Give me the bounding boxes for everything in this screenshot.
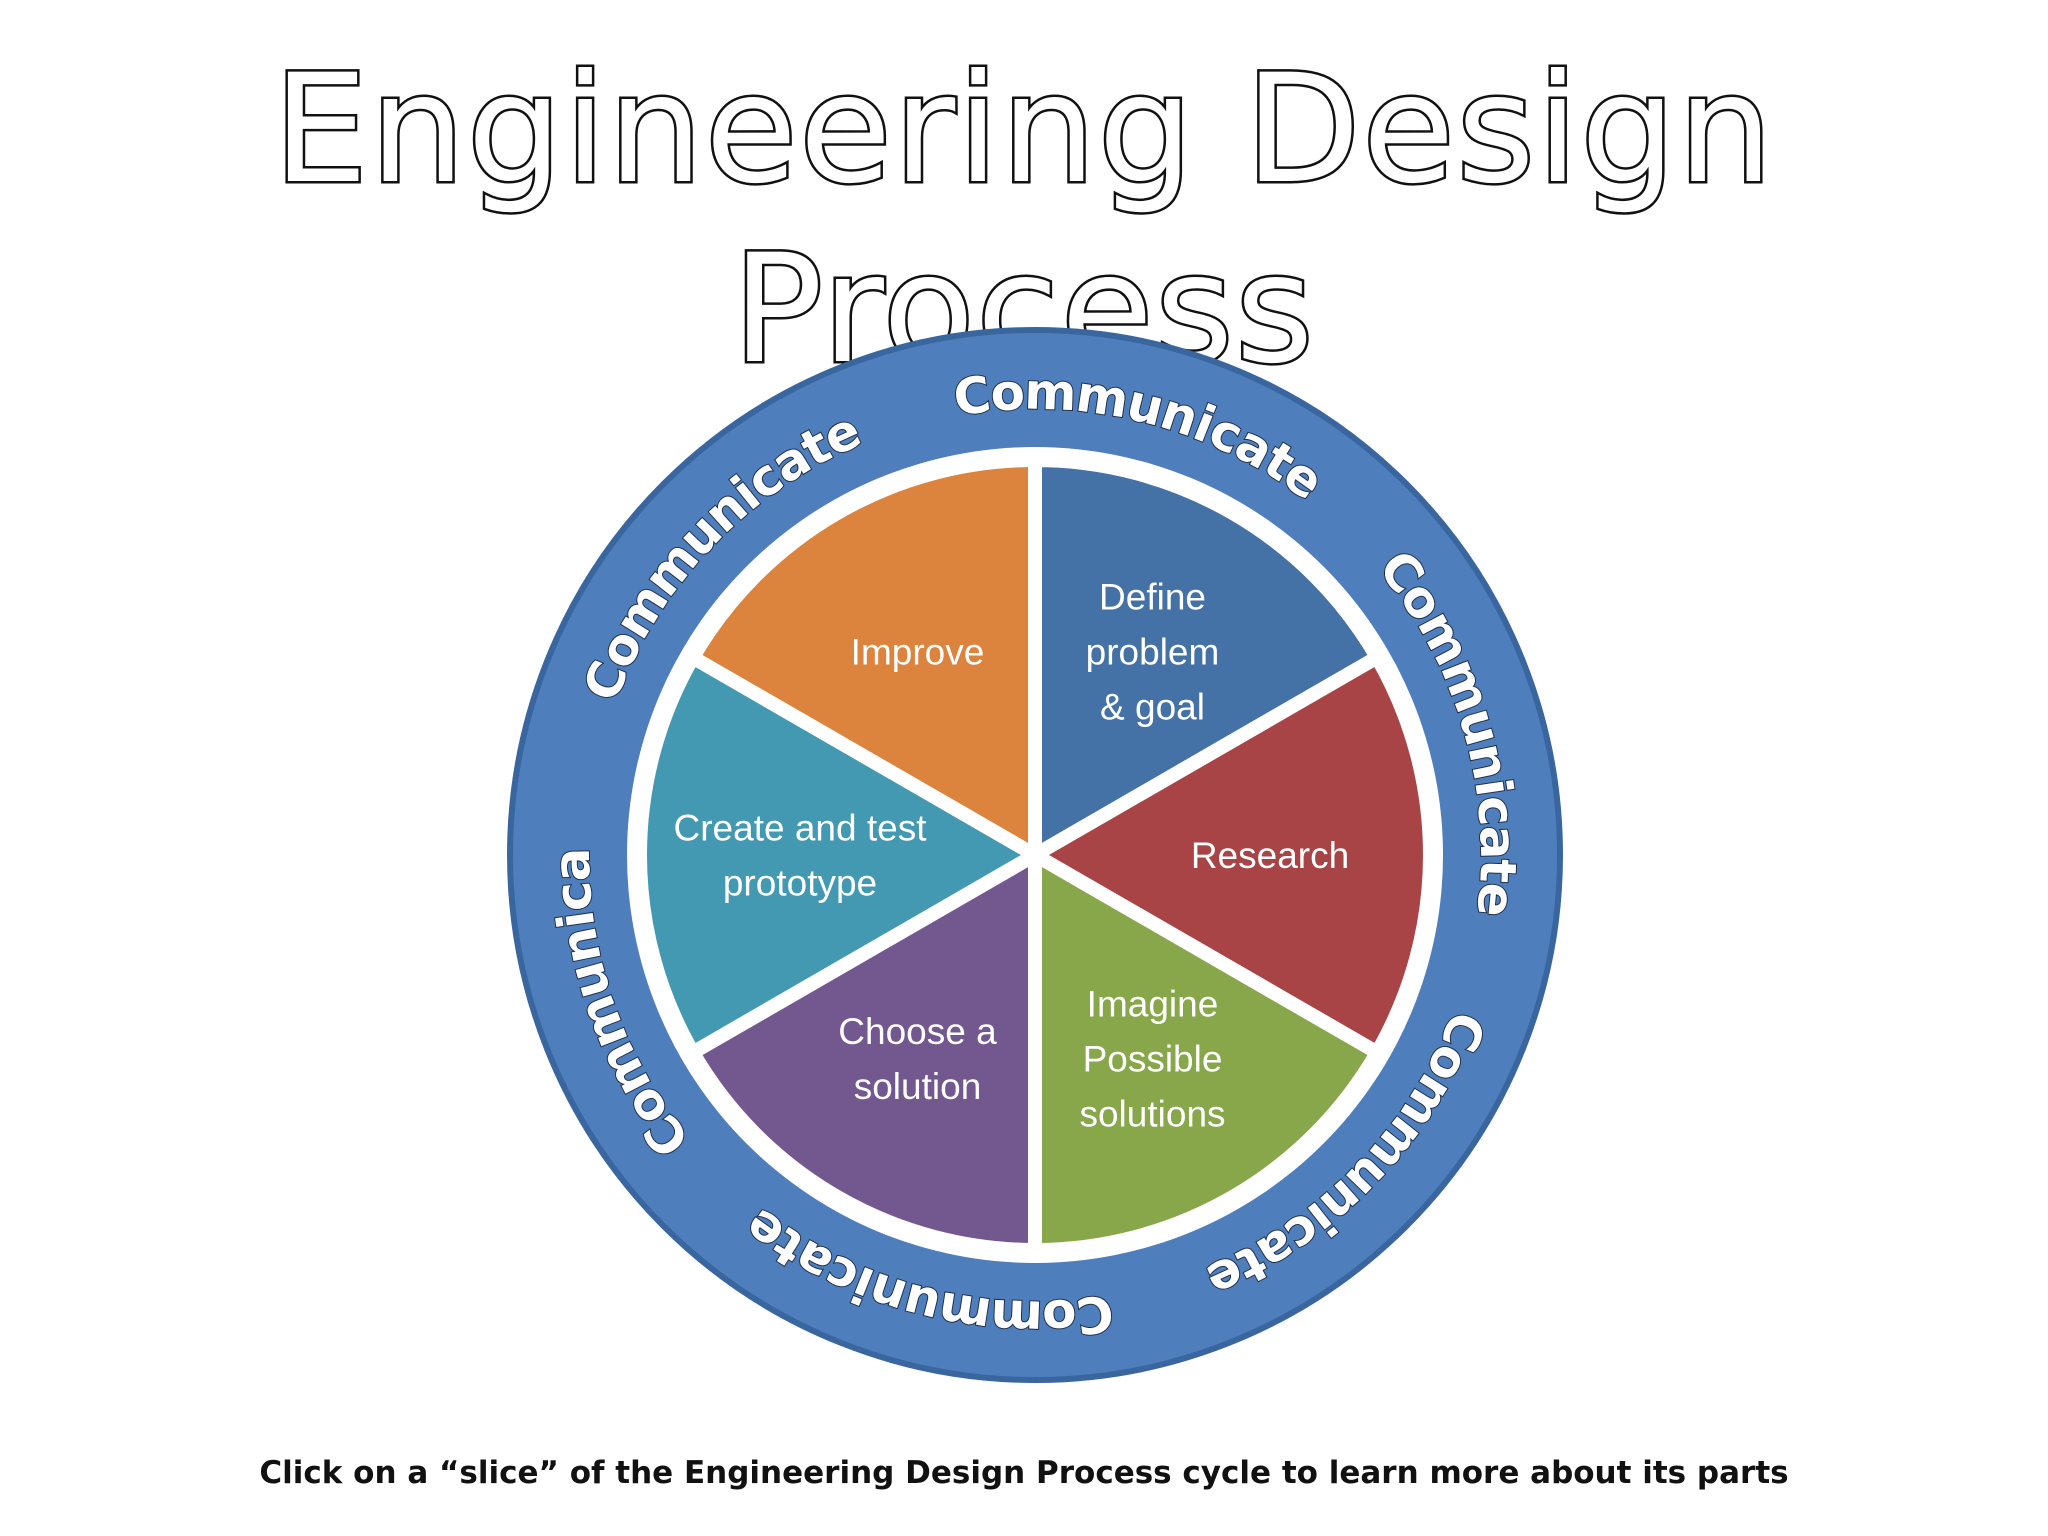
- slice-imagine-possible-solutions[interactable]: [1028, 848, 1385, 1257]
- slice-create-and-test-prototype[interactable]: [633, 650, 1042, 1060]
- slice-label-improve: Improve: [851, 631, 985, 672]
- slices-group: [633, 453, 1437, 1257]
- slice-label-research: Research: [1191, 835, 1349, 876]
- slice-choose-a-solution[interactable]: [685, 848, 1042, 1257]
- slice-improve[interactable]: [685, 453, 1042, 862]
- slice-research[interactable]: [1028, 650, 1437, 1060]
- cycle-diagram: CommunicateCommunicateCommunicateCommuni…: [482, 290, 1563, 1383]
- page-title: Engineering Design Process: [271, 41, 1776, 400]
- slice-define-problem-goal[interactable]: [1028, 453, 1385, 862]
- footer-instruction: Click on a “slice” of the Engineering De…: [259, 1455, 1789, 1491]
